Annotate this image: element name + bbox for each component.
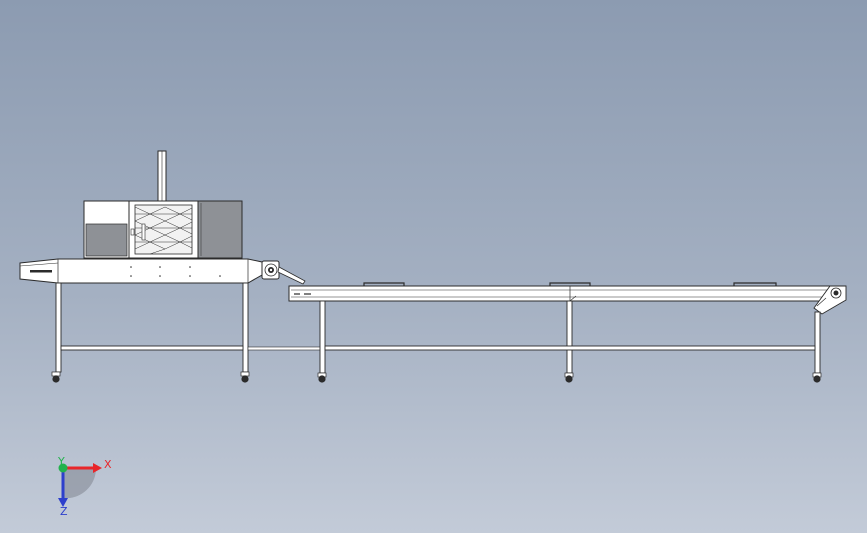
x-arrowhead [93,463,102,473]
bed-rivets [130,266,221,277]
y-axis-label: Y [57,455,65,468]
curing-casters [51,371,250,383]
orientation-triad[interactable]: X Z Y [57,455,112,518]
lamp-housing [128,200,199,259]
mesh-pattern [134,206,193,255]
z-axis-label: Z [60,505,68,518]
conveyor-frame [288,285,831,302]
belt-conveyor[interactable] [288,282,847,383]
conveyor-legs [319,300,821,374]
transfer-chute [277,266,306,285]
conveyor-casters [317,372,822,383]
right-cabinet [197,200,243,259]
uv-curing-machine[interactable] [19,150,306,383]
nameplate [30,270,52,273]
z-arrowhead [58,498,68,507]
triad-shadow [63,468,97,498]
door-latch [130,228,135,236]
curing-conveyor-bed [19,258,267,284]
curing-drive-head [261,260,280,280]
link-rail [247,346,324,351]
curing-legs [55,282,249,373]
door-handle [141,223,146,241]
conveyor-drive-head [813,285,847,315]
y-axis-dot [58,463,68,473]
left-cabinet [83,200,130,259]
x-axis-label: X [104,458,112,471]
left-cabinet-panel [85,223,128,257]
